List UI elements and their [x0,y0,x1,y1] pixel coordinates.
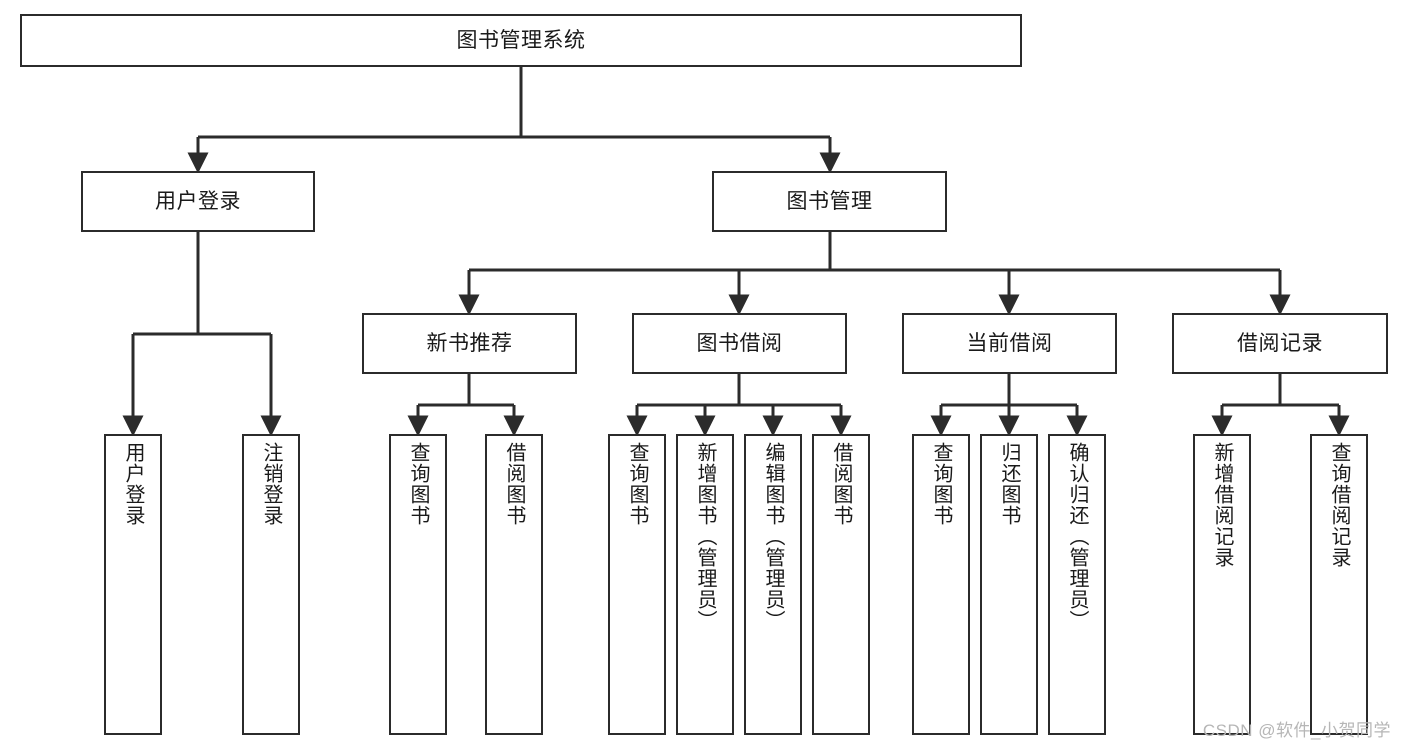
node-leaf-query-book-borrow-label: 查询图书 [626,442,648,526]
node-borrow-records-label: 借阅记录 [1237,331,1323,355]
node-leaf-user-login[interactable]: 用户登录 [104,434,162,735]
node-leaf-query-book-newbook-label: 查询图书 [407,442,429,526]
node-leaf-borrow-book[interactable]: 借阅图书 [812,434,870,735]
node-leaf-add-book-admin-label: 新增图书（管理员） [694,442,716,631]
node-leaf-borrow-book-newbook-label: 借阅图书 [503,442,525,526]
node-leaf-query-borrow-record-label: 查询借阅记录 [1328,442,1350,568]
node-leaf-return-book-label: 归还图书 [998,442,1020,526]
node-leaf-logout-label: 注销登录 [260,442,282,526]
node-leaf-logout[interactable]: 注销登录 [242,434,300,735]
node-current-borrow[interactable]: 当前借阅 [902,313,1117,374]
node-leaf-confirm-return-admin[interactable]: 确认归还（管理员） [1048,434,1106,735]
node-leaf-add-borrow-record[interactable]: 新增借阅记录 [1193,434,1251,735]
node-user-login[interactable]: 用户登录 [81,171,315,232]
node-leaf-query-book-current[interactable]: 查询图书 [912,434,970,735]
node-leaf-add-book-admin[interactable]: 新增图书（管理员） [676,434,734,735]
node-leaf-query-borrow-record[interactable]: 查询借阅记录 [1310,434,1368,735]
node-leaf-add-borrow-record-label: 新增借阅记录 [1211,442,1233,568]
node-new-book-recommend[interactable]: 新书推荐 [362,313,577,374]
node-user-login-label: 用户登录 [155,189,241,213]
node-root-label: 图书管理系统 [456,28,586,52]
node-leaf-borrow-book-newbook[interactable]: 借阅图书 [485,434,543,735]
node-book-management-label: 图书管理 [786,189,873,213]
node-borrow-records[interactable]: 借阅记录 [1172,313,1388,374]
node-leaf-edit-book-admin[interactable]: 编辑图书（管理员） [744,434,802,735]
node-leaf-user-login-label: 用户登录 [122,442,144,526]
node-leaf-borrow-book-label: 借阅图书 [830,442,852,526]
node-book-management[interactable]: 图书管理 [712,171,947,232]
node-leaf-query-book-current-label: 查询图书 [930,442,952,526]
node-leaf-return-book[interactable]: 归还图书 [980,434,1038,735]
node-leaf-edit-book-admin-label: 编辑图书（管理员） [762,442,784,631]
node-leaf-confirm-return-admin-label: 确认归还（管理员） [1066,442,1088,631]
node-current-borrow-label: 当前借阅 [966,331,1053,355]
node-root[interactable]: 图书管理系统 [20,14,1022,67]
node-book-borrow[interactable]: 图书借阅 [632,313,847,374]
node-new-book-recommend-label: 新书推荐 [426,331,513,355]
node-book-borrow-label: 图书借阅 [696,331,783,355]
node-leaf-query-book-borrow[interactable]: 查询图书 [608,434,666,735]
node-leaf-query-book-newbook[interactable]: 查询图书 [389,434,447,735]
